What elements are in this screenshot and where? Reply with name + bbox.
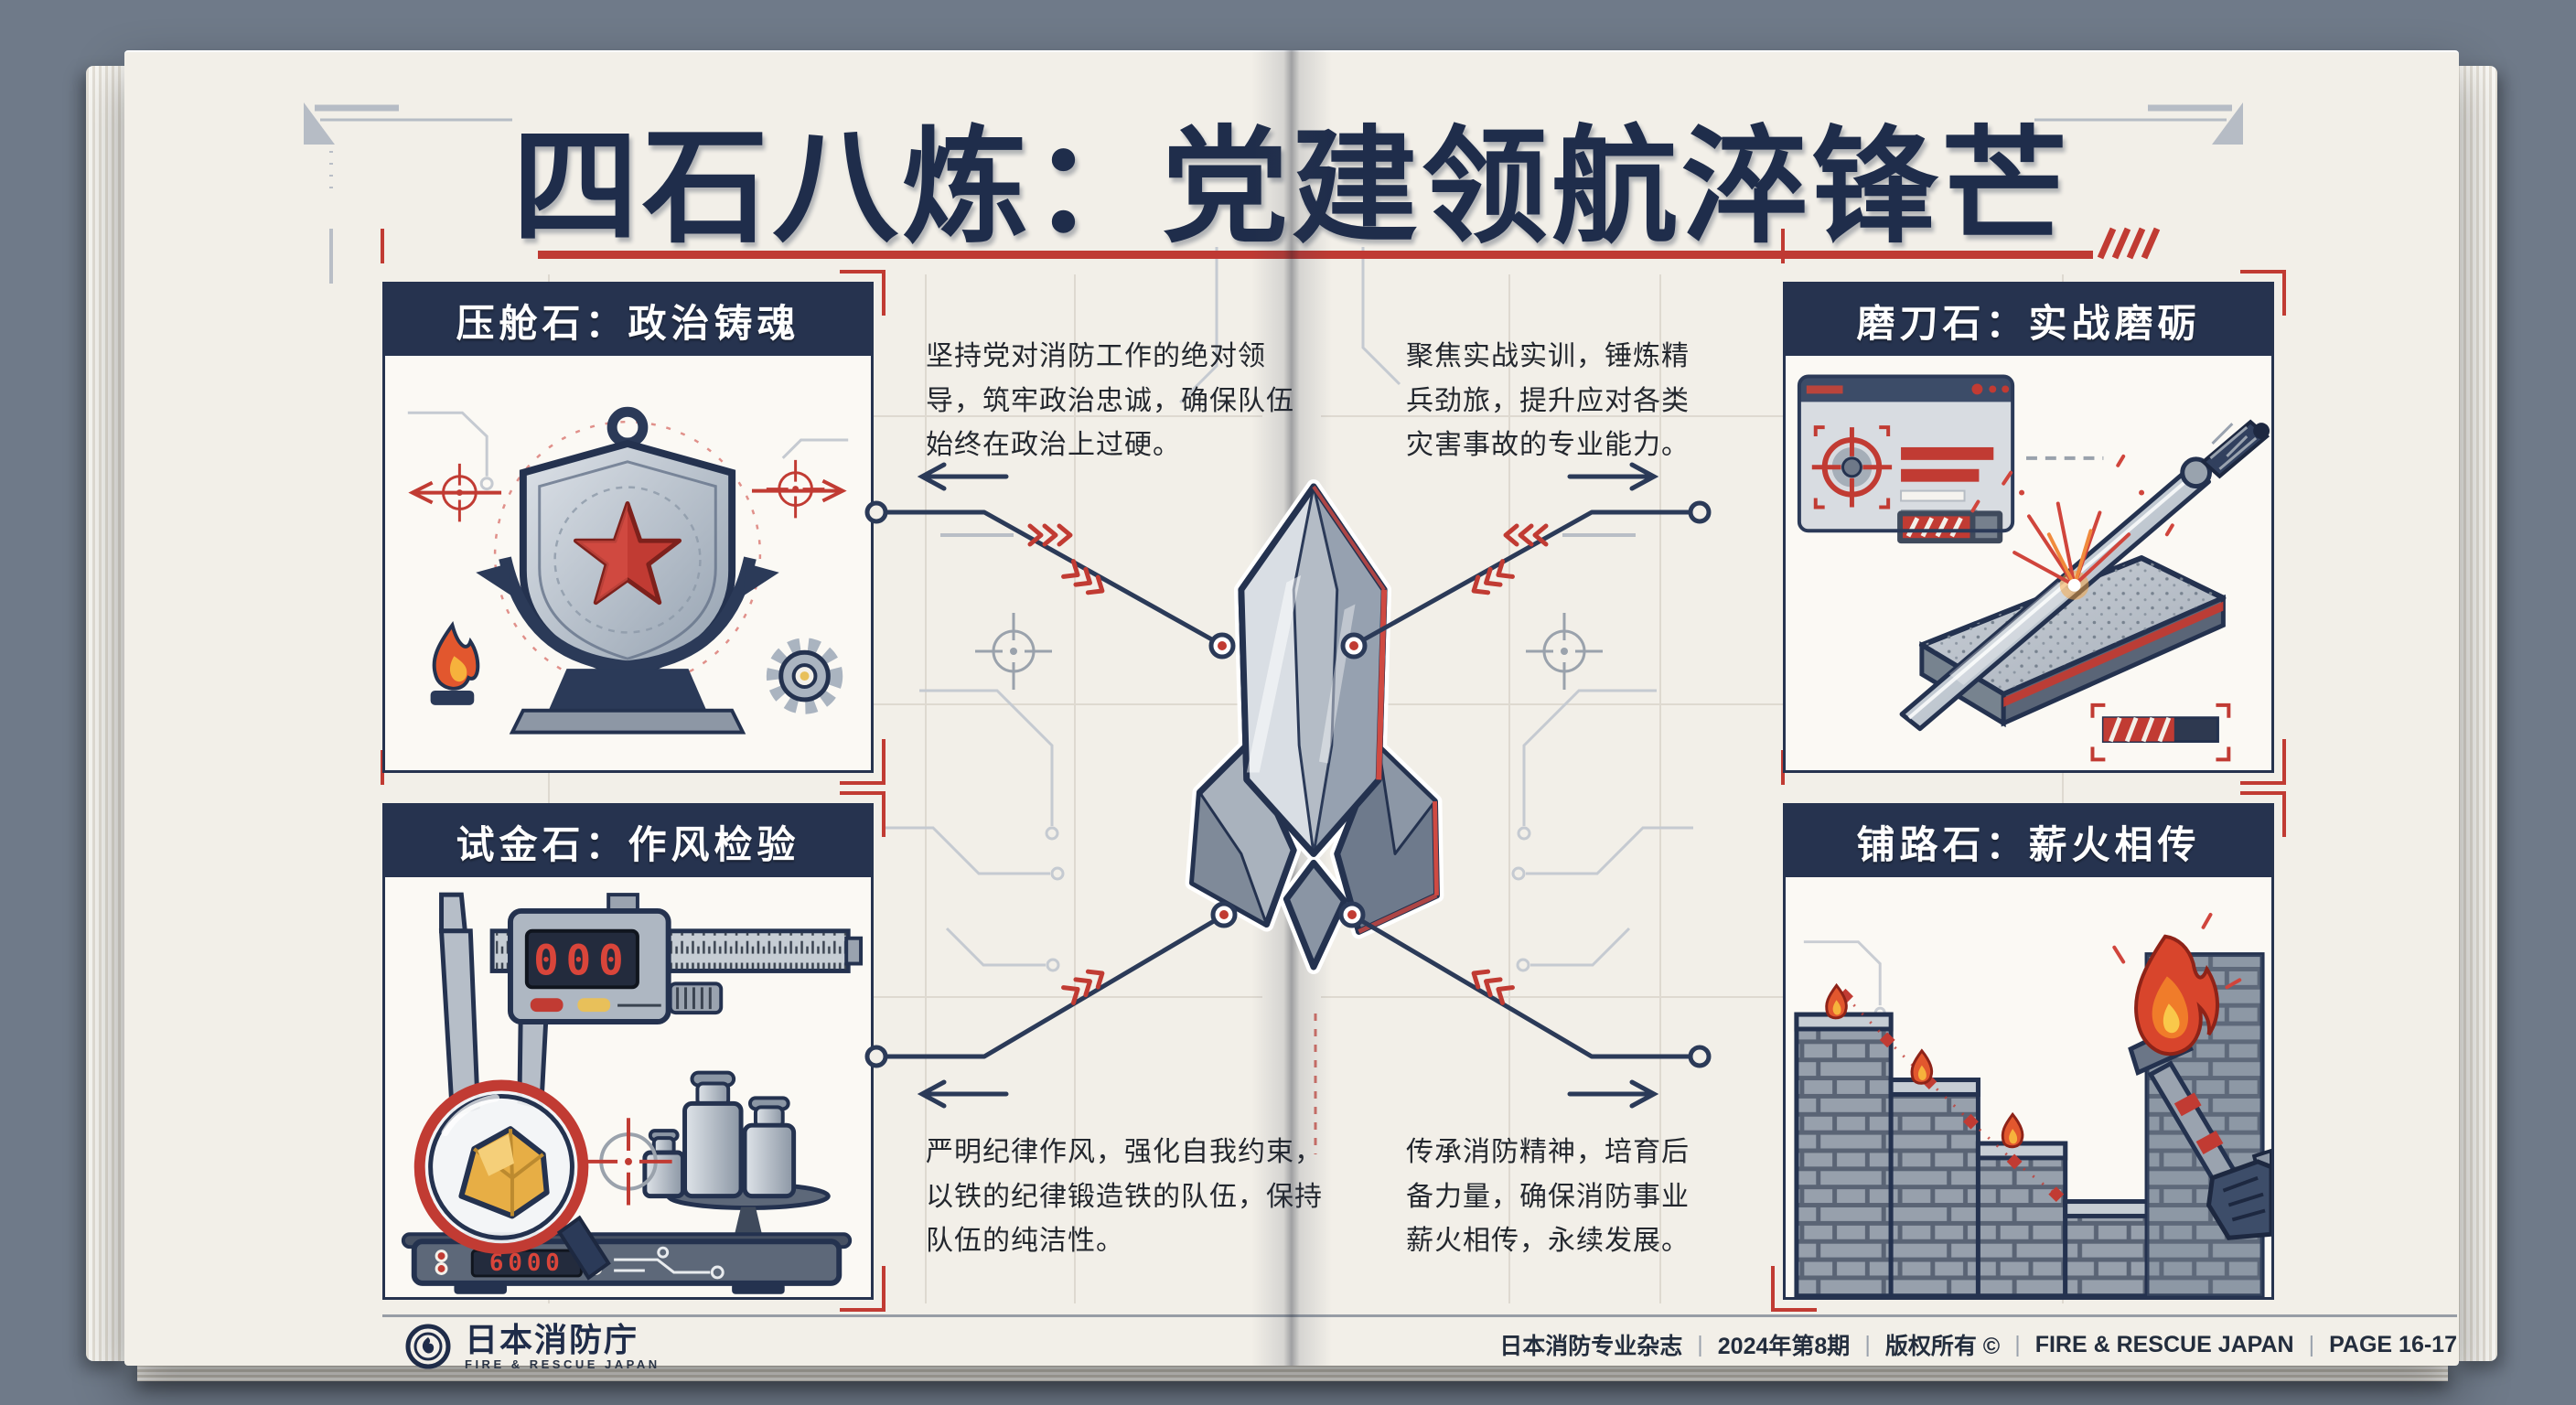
ballast-illustration [407, 406, 849, 735]
corner-mark-top-right [2034, 102, 2243, 145]
weights-icon [642, 1070, 831, 1239]
footer-separator: | [1697, 1331, 1703, 1357]
footer-copyright: 版权所有 © [1884, 1334, 2001, 1359]
whetstone-illustration [1797, 374, 2270, 762]
panel-whetstone-header: 磨刀石：实战磨砺 [1786, 284, 2271, 356]
pedestal [509, 669, 746, 735]
footer-page-number: PAGE 16-17 [2329, 1331, 2457, 1357]
gauntlet-icon [2206, 1148, 2271, 1240]
red-corner-bracket [840, 270, 886, 316]
footer-magazine-name: 日本消防专业杂志 [1499, 1334, 1683, 1359]
footer-meta: 日本消防专业杂志 | 2024年第8期 | 版权所有 © | FIRE & RE… [1499, 1328, 2457, 1361]
book-page-stack-right [2457, 66, 2497, 1361]
red-corner-bracket [1771, 1266, 1817, 1312]
brick-steps-icon [1794, 1012, 2152, 1297]
logo-text: 日本消防庁 [465, 1321, 639, 1358]
book-page-stack-left [86, 66, 126, 1361]
corner-mark-top-left [304, 102, 512, 145]
red-corner-bracket [840, 791, 886, 837]
touchstone-illustration: 000 6000 [401, 892, 864, 1294]
panel-ballast-stone: 压舱石：政治铸魂 [382, 270, 886, 785]
ballast-description: 坚持党对消防工作的绝对领导，筑牢政治忠诚，确保队伍始终在政治上过硬。 [926, 341, 1294, 461]
title-underline-rule [538, 251, 2093, 259]
panel-ballast-header: 压舱石：政治铸魂 [385, 284, 871, 356]
magnifier-icon [413, 1079, 611, 1281]
footer-separator: | [2014, 1331, 2021, 1357]
gear-icon [766, 638, 843, 714]
panel-whetstone: 磨刀石：实战磨砺 [1783, 270, 2286, 785]
footer-rule [382, 1314, 2457, 1317]
footer-separator: | [1864, 1331, 1871, 1357]
footer-issue: 2024年第8期 [1717, 1334, 1851, 1359]
paving-description: 传承消防精神，培育后备力量，确保消防事业薪火相传，永续发展。 [1406, 1137, 1690, 1257]
katana-icon [1899, 419, 2270, 732]
anchor-arms [476, 556, 779, 674]
publisher-logo: 日本消防庁 FIRE & RESCUE JAPAN [404, 1323, 660, 1371]
touchstone-description: 严明纪律作风，强化自我约束，以铁的纪律锻造铁的队伍，保持队伍的纯洁性。 [926, 1137, 1323, 1257]
red-corner-bracket [840, 1266, 886, 1312]
logo-subtext: FIRE & RESCUE JAPAN [465, 1357, 660, 1371]
book-page-stack-bottom [137, 1361, 2448, 1381]
crosshair-icon [766, 459, 825, 519]
sparks-icon [1970, 454, 2174, 600]
crosshair-icon [585, 1118, 672, 1206]
panel-paving-header: 铺路石：薪火相传 [1786, 806, 2271, 877]
red-corner-bracket [2240, 270, 2286, 316]
gold-nugget-icon [458, 1126, 550, 1219]
paving-illustration [1794, 912, 2271, 1297]
progress-bar-icon [2090, 702, 2231, 762]
caliper-icon: 000 [438, 892, 864, 1118]
star-icon [573, 501, 682, 606]
whetstone-description: 聚焦实战实训，锤炼精兵劲旅，提升应对各类灾害事故的专业能力。 [1406, 341, 1690, 461]
footer-separator: | [2308, 1331, 2315, 1357]
crosshair-icon [430, 463, 489, 522]
fire-agency-emblem-icon [405, 1324, 451, 1369]
targeting-window-icon [1797, 374, 2015, 544]
panel-touchstone-header: 试金石：作风检验 [385, 806, 871, 877]
red-corner-bracket [840, 739, 886, 785]
caliper-readout: 000 [533, 936, 630, 984]
page-title: 四石八炼：党建领航淬锋芒 [511, 117, 2071, 258]
crystal-icon [1185, 479, 1444, 974]
flame-icon [430, 620, 480, 705]
panel-paving-stone: 铺路石：薪火相传 [1771, 791, 2286, 1312]
red-corner-bracket [2240, 739, 2286, 785]
red-corner-bracket [2240, 791, 2286, 837]
panel-touchstone: 试金石：作风检验 000 [382, 791, 886, 1312]
footer-brand: FIRE & RESCUE JAPAN [2034, 1331, 2294, 1357]
